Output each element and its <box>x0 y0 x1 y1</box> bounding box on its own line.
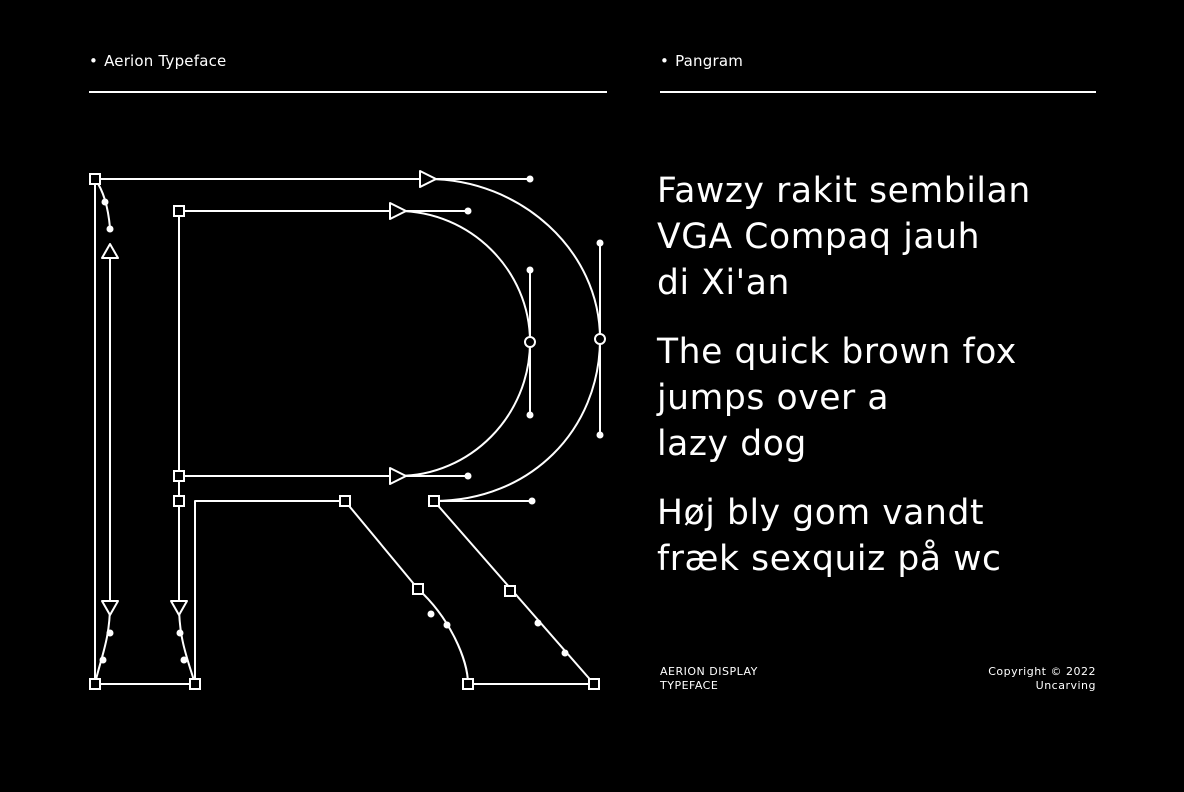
handle-point <box>176 629 184 637</box>
handle-point <box>106 629 114 637</box>
anchor-point <box>504 585 516 597</box>
anchor-point <box>588 678 600 690</box>
direction-arrow <box>101 600 119 616</box>
pangram-line: VGA Compaq jauh <box>657 217 981 257</box>
bullet-icon: • <box>89 52 99 70</box>
handle-point <box>528 497 536 505</box>
direction-arrow <box>389 202 407 220</box>
handle-point <box>526 175 534 183</box>
pangram-label-text: Pangram <box>675 52 744 70</box>
right-divider <box>660 91 1096 93</box>
handle-point <box>526 266 534 274</box>
handle-point <box>534 619 542 627</box>
footer-line: AERION DISPLAY <box>660 665 758 678</box>
footer-copyright: Copyright © 2022 Uncarving <box>988 665 1096 693</box>
serif-inner <box>178 604 196 685</box>
pangram-line: The quick brown fox <box>657 332 1017 372</box>
pangram-line: Fawzy rakit sembilan <box>657 171 1031 211</box>
footer-line: TYPEFACE <box>660 679 719 692</box>
handle-point <box>443 621 451 629</box>
typeface-label-text: Aerion Typeface <box>104 52 227 70</box>
direction-arrow <box>419 170 437 188</box>
pangram-line: jumps over a <box>657 378 890 418</box>
anchor-point <box>173 470 185 482</box>
bullet-icon: • <box>660 52 670 70</box>
pangram-label: • Pangram <box>660 52 743 70</box>
handle-point <box>106 225 114 233</box>
pangram-english: The quick brown fox jumps over a lazy do… <box>657 329 1017 467</box>
pangram-line: di Xi'an <box>657 263 790 303</box>
handle-point <box>526 411 534 419</box>
anchor-point <box>89 173 101 185</box>
footer-typeface-name: AERION DISPLAY TYPEFACE <box>660 665 758 693</box>
inner-counter <box>178 210 531 477</box>
direction-arrow <box>170 600 188 616</box>
anchor-point <box>89 678 101 690</box>
handle-point <box>99 656 107 664</box>
anchor-point <box>189 678 201 690</box>
anchor-point <box>173 495 185 507</box>
pangram-danish: Høj bly gom vandt fræk sexquiz på wc <box>657 490 1002 582</box>
anchor-point <box>412 583 424 595</box>
footer-line: Copyright © 2022 <box>988 665 1096 678</box>
handle-point <box>101 198 109 206</box>
left-divider <box>89 91 607 93</box>
handle-point <box>464 472 472 480</box>
pangram-indonesian: Fawzy rakit sembilan VGA Compaq jauh di … <box>657 168 1031 306</box>
outer-contour <box>94 178 601 685</box>
pangram-line: fræk sexquiz på wc <box>657 539 1002 579</box>
footer-line: Uncarving <box>1035 679 1096 692</box>
typeface-label: • Aerion Typeface <box>89 52 226 70</box>
anchor-point <box>462 678 474 690</box>
anchor-point <box>428 495 440 507</box>
handle-point <box>180 656 188 664</box>
pangram-line: Høj bly gom vandt <box>657 493 985 533</box>
glyph-construction-letter-r <box>89 170 606 690</box>
handle-point <box>464 207 472 215</box>
handle-point <box>596 239 604 247</box>
serif-left <box>94 604 111 685</box>
handle-point <box>427 610 435 618</box>
anchor-point <box>339 495 351 507</box>
pangram-line: lazy dog <box>657 424 807 464</box>
direction-arrow <box>101 243 119 259</box>
direction-arrow <box>389 467 407 485</box>
curve-point <box>524 336 536 348</box>
curve-point <box>594 333 606 345</box>
handle-point <box>561 649 569 657</box>
anchor-point <box>173 205 185 217</box>
handle-point <box>596 431 604 439</box>
